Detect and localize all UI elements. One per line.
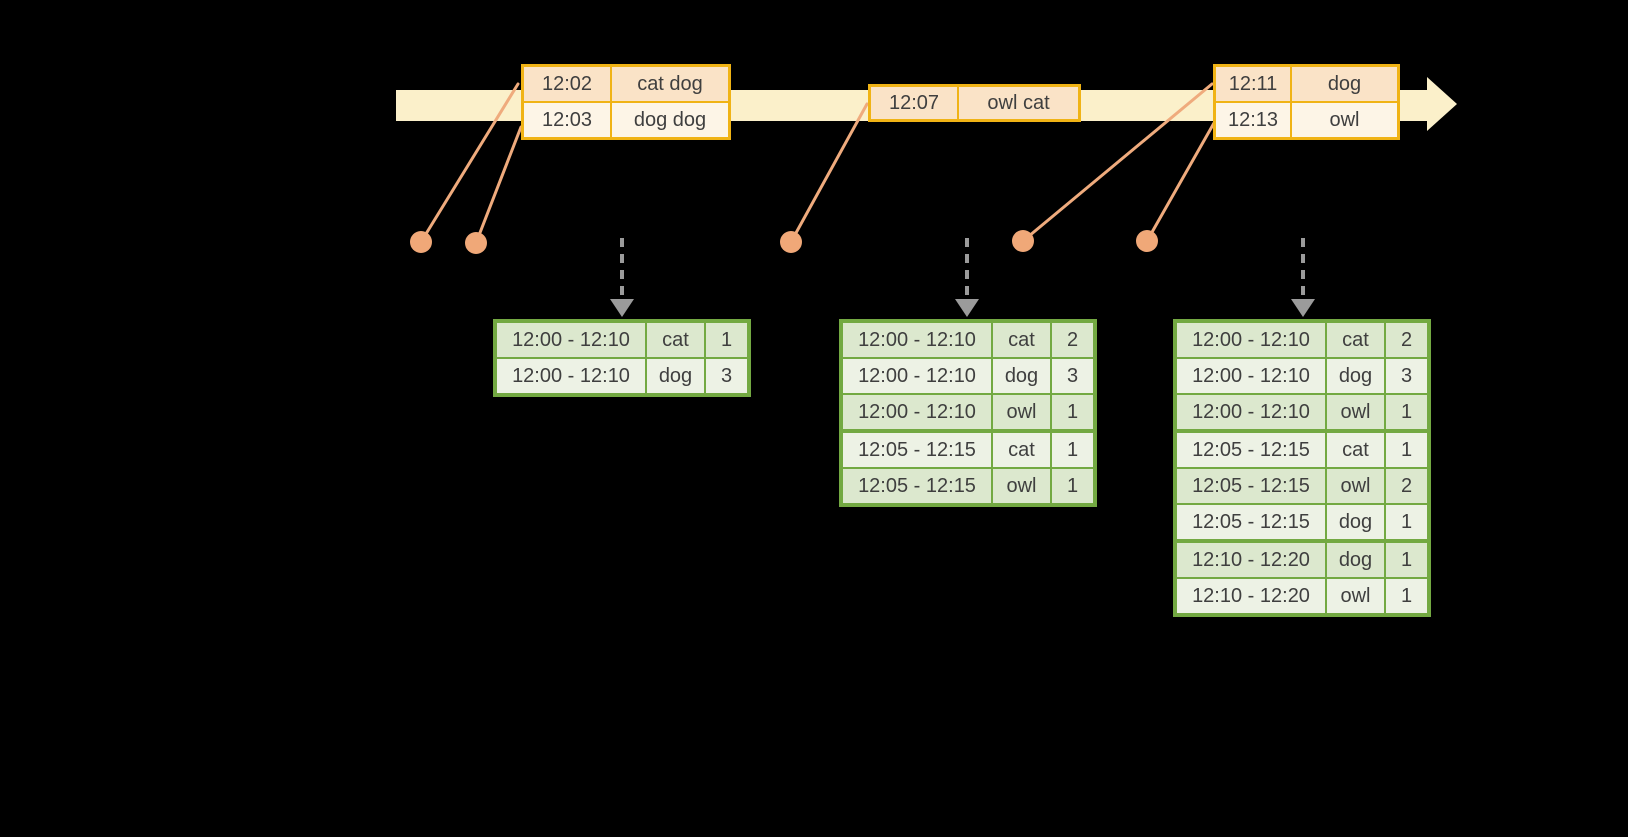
table-row: 12:00 - 12:10 cat 1 xyxy=(494,320,750,359)
table-row: 12:00 - 12:10 owl 1 xyxy=(1174,393,1430,432)
table-row: 12:00 - 12:10 dog 3 xyxy=(1174,357,1430,395)
table-row: 12:00 - 12:10 cat 2 xyxy=(1174,320,1430,359)
event-time: 12:02 xyxy=(521,64,612,103)
event-connector-line xyxy=(1145,121,1216,243)
event-dot xyxy=(410,231,432,253)
word-cell: cat xyxy=(991,320,1052,359)
count-cell: 2 xyxy=(1384,467,1430,505)
table-row: 12:10 - 12:20 owl 1 xyxy=(1174,577,1430,616)
count-cell: 3 xyxy=(1384,357,1430,395)
count-cell: 2 xyxy=(1050,320,1096,359)
table-row: 12:13 owl xyxy=(1213,101,1400,140)
window-cell: 12:00 - 12:10 xyxy=(840,357,993,395)
event-table-3: 12:11 dog 12:13 owl xyxy=(1213,64,1400,140)
table-row: 12:11 dog xyxy=(1213,64,1400,103)
event-connector-line xyxy=(474,125,523,245)
event-time: 12:03 xyxy=(521,101,612,140)
event-time: 12:11 xyxy=(1213,64,1292,103)
count-cell: 1 xyxy=(1384,539,1430,579)
count-cell: 3 xyxy=(704,357,750,396)
table-row: 12:05 - 12:15 dog 1 xyxy=(1174,503,1430,542)
count-cell: 1 xyxy=(1384,429,1430,469)
window-cell: 12:05 - 12:15 xyxy=(1174,429,1327,469)
count-cell: 1 xyxy=(1384,393,1430,432)
table-row: 12:05 - 12:15 cat 1 xyxy=(1174,429,1430,469)
table-row: 12:07 owl cat xyxy=(868,84,1081,122)
word-cell: dog xyxy=(645,357,706,396)
window-cell: 12:00 - 12:10 xyxy=(840,393,993,432)
count-cell: 1 xyxy=(1384,577,1430,616)
table-row: 12:10 - 12:20 dog 1 xyxy=(1174,539,1430,579)
word-cell: dog xyxy=(991,357,1052,395)
event-table-1: 12:02 cat dog 12:03 dog dog xyxy=(521,64,731,140)
timeline-arrowhead-icon xyxy=(1427,77,1457,131)
window-cell: 12:05 - 12:15 xyxy=(840,467,993,506)
table-row: 12:05 - 12:15 owl 1 xyxy=(840,467,1096,506)
event-words: dog dog xyxy=(610,101,731,140)
window-cell: 12:00 - 12:10 xyxy=(840,320,993,359)
word-cell: cat xyxy=(1325,320,1386,359)
window-cell: 12:10 - 12:20 xyxy=(1174,539,1327,579)
table-row: 12:03 dog dog xyxy=(521,101,731,140)
event-table-2: 12:07 owl cat xyxy=(868,84,1081,122)
window-cell: 12:10 - 12:20 xyxy=(1174,577,1327,616)
count-cell: 3 xyxy=(1050,357,1096,395)
window-cell: 12:00 - 12:10 xyxy=(494,357,647,396)
event-dot xyxy=(465,232,487,254)
event-time: 12:07 xyxy=(868,84,959,122)
event-dot xyxy=(780,231,802,253)
word-cell: cat xyxy=(645,320,706,359)
table-row: 12:00 - 12:10 cat 2 xyxy=(840,320,1096,359)
table-row: 12:05 - 12:15 owl 2 xyxy=(1174,467,1430,505)
word-cell: owl xyxy=(1325,393,1386,432)
word-cell: cat xyxy=(1325,429,1386,469)
count-cell: 1 xyxy=(704,320,750,359)
count-cell: 2 xyxy=(1384,320,1430,359)
count-cell: 1 xyxy=(1050,429,1096,469)
event-words: dog xyxy=(1290,64,1400,103)
table-row: 12:00 - 12:10 dog 3 xyxy=(494,357,750,396)
word-cell: owl xyxy=(1325,467,1386,505)
word-cell: dog xyxy=(1325,539,1386,579)
count-cell: 1 xyxy=(1384,503,1430,542)
word-cell: owl xyxy=(991,393,1052,432)
result-table-3: 12:00 - 12:10 cat 2 12:00 - 12:10 dog 3 … xyxy=(1173,319,1431,617)
window-cell: 12:00 - 12:10 xyxy=(1174,320,1327,359)
event-words: owl xyxy=(1290,101,1400,140)
window-cell: 12:00 - 12:10 xyxy=(494,320,647,359)
event-dot xyxy=(1012,230,1034,252)
window-cell: 12:05 - 12:15 xyxy=(840,429,993,469)
event-words: cat dog xyxy=(610,64,731,103)
window-cell: 12:05 - 12:15 xyxy=(1174,503,1327,542)
event-time: 12:13 xyxy=(1213,101,1292,140)
word-cell: dog xyxy=(1325,503,1386,542)
word-cell: owl xyxy=(991,467,1052,506)
word-cell: dog xyxy=(1325,357,1386,395)
table-row: 12:05 - 12:15 cat 1 xyxy=(840,429,1096,469)
table-row: 12:02 cat dog xyxy=(521,64,731,103)
event-words: owl cat xyxy=(957,84,1081,122)
window-cell: 12:00 - 12:10 xyxy=(1174,357,1327,395)
window-cell: 12:00 - 12:10 xyxy=(1174,393,1327,432)
arrow-down-icon xyxy=(610,299,634,317)
count-cell: 1 xyxy=(1050,467,1096,506)
event-dot xyxy=(1136,230,1158,252)
result-table-1: 12:00 - 12:10 cat 1 12:00 - 12:10 dog 3 xyxy=(493,319,751,397)
table-row: 12:00 - 12:10 dog 3 xyxy=(840,357,1096,395)
table-row: 12:00 - 12:10 owl 1 xyxy=(840,393,1096,432)
result-table-2: 12:00 - 12:10 cat 2 12:00 - 12:10 dog 3 … xyxy=(839,319,1097,507)
window-cell: 12:05 - 12:15 xyxy=(1174,467,1327,505)
word-cell: cat xyxy=(991,429,1052,469)
word-cell: owl xyxy=(1325,577,1386,616)
arrow-down-icon xyxy=(1291,299,1315,317)
arrow-down-icon xyxy=(955,299,979,317)
event-connector-line xyxy=(789,102,869,244)
count-cell: 1 xyxy=(1050,393,1096,432)
